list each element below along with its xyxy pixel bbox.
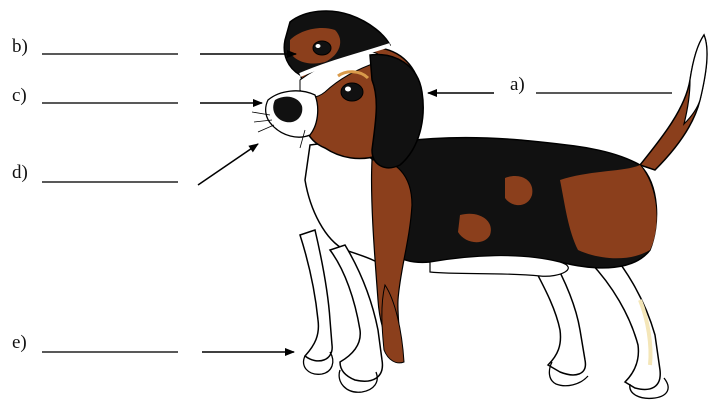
dog-front-leg-right (330, 245, 382, 381)
dog-eye-inset (313, 41, 331, 55)
dog-tail-tip (684, 35, 707, 124)
label-a: a) (510, 75, 525, 94)
dog-front-leg-left (300, 230, 332, 361)
arrow-d (198, 144, 258, 185)
dog-eye (341, 83, 363, 101)
label-b: b) (12, 37, 28, 56)
dog-eye-inset-shine (316, 44, 321, 48)
dog-eye-shine (345, 87, 351, 92)
label-d: d) (12, 163, 28, 182)
label-c: c) (12, 86, 27, 105)
label-e: e) (12, 333, 27, 352)
